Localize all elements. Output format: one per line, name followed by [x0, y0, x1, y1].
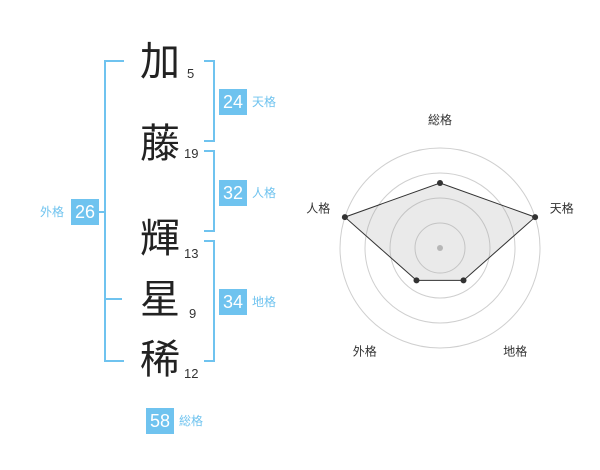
jinkaku-value: 32 — [219, 180, 247, 206]
stroke-count-3: 13 — [184, 246, 199, 261]
tenkaku-bracket — [204, 60, 215, 142]
radar-center-dot — [437, 245, 443, 251]
radar-point-4 — [413, 277, 420, 284]
chikaku-bracket — [204, 240, 215, 362]
name-char-2: 藤 — [140, 121, 180, 167]
stroke-count-5: 12 — [184, 366, 199, 381]
soukaku-value: 58 — [146, 408, 174, 434]
gaikaku-bracket-tick — [104, 298, 122, 300]
radar-point-1 — [437, 180, 443, 186]
radar-axis-label-1: 総格 — [428, 112, 452, 127]
stroke-count-4: 9 — [189, 306, 197, 321]
name-char-4: 星 — [140, 277, 180, 323]
radar-axis-label-4: 外格 — [353, 344, 377, 359]
gaikaku-label: 外格 — [40, 205, 65, 219]
stroke-count-1: 5 — [187, 66, 195, 81]
radar-ring-3 — [364, 172, 516, 324]
name-char-1: 加 — [140, 39, 180, 85]
gaikaku-bracket-connector — [99, 211, 106, 213]
chikaku-label: 地格 — [252, 295, 277, 309]
radar-axis-label-5: 人格 — [306, 200, 330, 215]
chikaku-value: 34 — [219, 289, 247, 315]
gaikaku-value: 26 — [71, 199, 99, 225]
soukaku-label: 総格 — [179, 414, 204, 428]
radar-point-5 — [341, 214, 348, 221]
radar-axis-label-2: 天格 — [550, 200, 574, 215]
radar-point-2 — [532, 214, 539, 221]
tenkaku-label: 天格 — [252, 95, 277, 109]
name-char-3: 輝 — [140, 216, 180, 262]
jinkaku-bracket — [204, 150, 215, 232]
radar-area — [343, 182, 537, 281]
name-char-5: 稀 — [140, 337, 180, 383]
stroke-count-2: 19 — [184, 146, 199, 161]
radar-axis-label-3: 地格 — [503, 344, 527, 359]
jinkaku-label: 人格 — [252, 186, 277, 200]
radar-point-3 — [460, 277, 467, 284]
tenkaku-value: 24 — [219, 89, 247, 115]
radar-ring-1 — [414, 222, 466, 274]
radar-ring-2 — [389, 197, 491, 299]
